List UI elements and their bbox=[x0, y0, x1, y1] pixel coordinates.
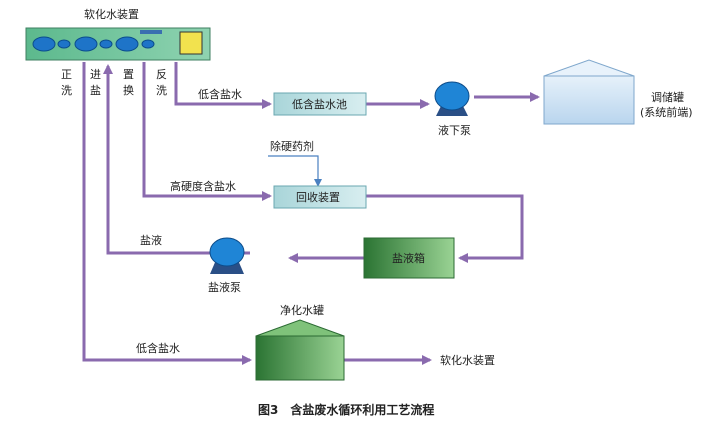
storage-tank-label: 调储罐 bbox=[651, 90, 684, 104]
pipe-brine-in bbox=[103, 64, 250, 255]
control-panel-icon bbox=[179, 31, 203, 55]
output-device-label: 软化水装置 bbox=[440, 353, 495, 367]
brine-tank-label: 盐液箱 bbox=[392, 251, 425, 265]
pipe-backwash bbox=[174, 62, 272, 109]
sump-pump-icon bbox=[434, 81, 470, 116]
resin-ball-icon bbox=[57, 39, 71, 49]
port-label: 置 bbox=[123, 68, 134, 81]
resin-ball-icon bbox=[115, 36, 139, 52]
brine-tank bbox=[363, 237, 455, 279]
pool-label: 低含盐水池 bbox=[292, 97, 347, 111]
port-label: 洗 bbox=[61, 84, 72, 97]
resin-ball-icon bbox=[141, 39, 155, 49]
port-label: 换 bbox=[123, 83, 134, 97]
port-label: 正 bbox=[61, 68, 72, 81]
pump-label: 液下泵 bbox=[438, 123, 471, 137]
brine-pump-icon bbox=[209, 237, 245, 274]
flow-label: 低含盐水 bbox=[198, 87, 242, 101]
port-label: 进 bbox=[90, 68, 101, 81]
flow-label: 高硬度含盐水 bbox=[170, 179, 236, 193]
port-label: 盐 bbox=[90, 84, 101, 97]
resin-ball-icon bbox=[32, 36, 56, 52]
port-label: 反 bbox=[156, 68, 167, 81]
port-label: 洗 bbox=[156, 84, 167, 97]
pipe-network bbox=[82, 62, 540, 365]
pipe-recovery-to-brine bbox=[366, 194, 524, 263]
pipe-forward-wash bbox=[82, 62, 252, 365]
figure-caption: 图3 含盐废水循环利用工艺流程 bbox=[258, 402, 434, 417]
recovery-label: 回收装置 bbox=[296, 190, 340, 204]
recovery-unit bbox=[273, 185, 367, 209]
device-title: 软化水装置 bbox=[84, 7, 139, 21]
clean-tank-title: 净化水罐 bbox=[280, 303, 324, 317]
resin-ball-icon bbox=[99, 39, 113, 49]
brine-pump-label: 盐液泵 bbox=[208, 280, 241, 294]
dosing-label: 除硬药剂 bbox=[270, 139, 314, 153]
flow-label: 低含盐水 bbox=[136, 341, 180, 355]
flow-label: 盐液 bbox=[140, 233, 162, 247]
low-salt-pool bbox=[273, 92, 367, 116]
pipe-displacement bbox=[142, 62, 272, 201]
resin-ball-icon bbox=[74, 36, 98, 52]
dosing-line bbox=[268, 155, 322, 187]
storage-tank-icon bbox=[543, 59, 635, 125]
softened-water-tank-icon bbox=[255, 319, 345, 381]
storage-tank-sublabel: (系统前端) bbox=[640, 105, 693, 119]
device-slot bbox=[140, 30, 162, 34]
